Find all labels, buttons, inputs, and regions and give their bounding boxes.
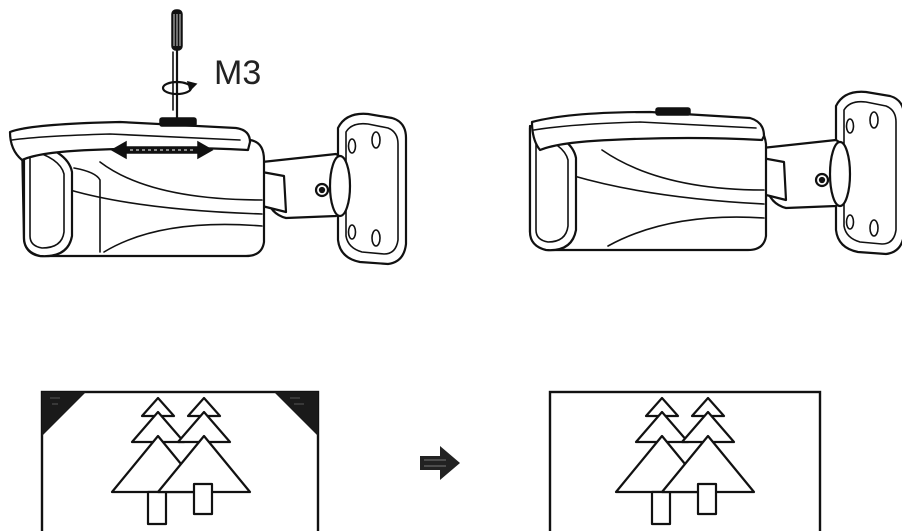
- camera-after-adjust: [528, 90, 902, 256]
- rotation-arrow-icon: [161, 80, 198, 96]
- vignette-corner-left: [42, 392, 86, 436]
- mount-arm: [260, 152, 352, 220]
- screw-size-label: M3: [214, 54, 261, 92]
- image-frame-after: [548, 390, 822, 531]
- screwdriver-icon: [171, 9, 183, 120]
- image-frame-before: [40, 390, 320, 531]
- mount-arm: [760, 138, 852, 210]
- vignette-corner-right: [274, 392, 318, 436]
- trees-illustration: [614, 396, 756, 526]
- sunshield: [8, 117, 252, 162]
- camera-with-sunshield-adjust: M3: [8, 9, 408, 266]
- sunshield: [530, 107, 766, 152]
- wall-mount-bracket: [336, 112, 408, 266]
- double-arrow-icon: [110, 140, 214, 160]
- wall-mount-bracket: [834, 90, 902, 256]
- trees-illustration: [110, 396, 252, 526]
- right-arrow-icon: [420, 446, 460, 480]
